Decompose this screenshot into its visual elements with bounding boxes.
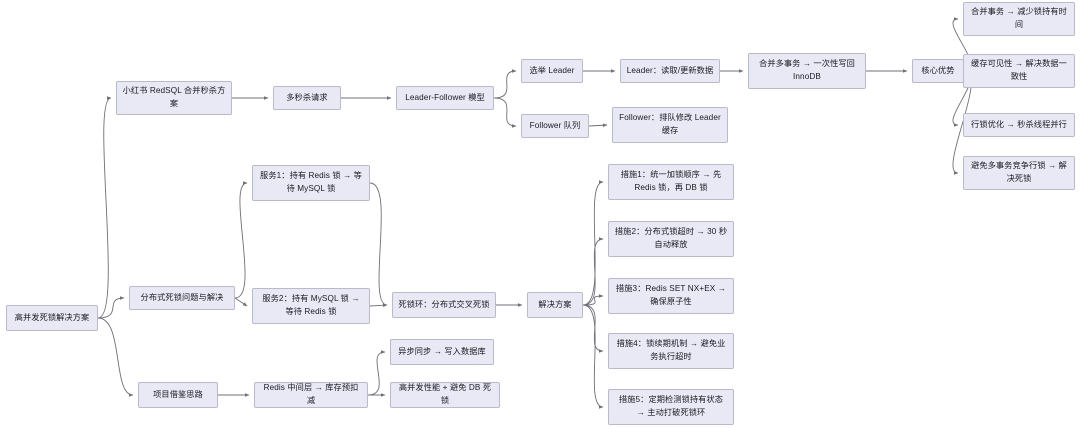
node-project[interactable]: 项目借鉴思路 [138, 382, 218, 408]
edge-solution-to-m1 [582, 180, 604, 306]
node-label: 高并发性能 + 避免 DB 死锁 [398, 383, 492, 405]
node-deadlock[interactable]: 分布式死锁问题与解决 [129, 286, 235, 310]
node-label: 选举 Leader [529, 65, 575, 75]
node-cycle[interactable]: 死锁环：分布式交叉死锁 [392, 292, 496, 318]
node-label: 措施1：统一加锁顺序 → 先 Redis 锁，再 DB 锁 [620, 170, 722, 192]
node-label: 多秒杀请求 [286, 92, 328, 102]
node-svc1[interactable]: 服务1：持有 Redis 锁 → 等待 MySQL 锁 [252, 165, 370, 201]
node-redismid[interactable]: Redis 中间层 → 库存预扣减 [254, 382, 368, 408]
edge-redismid-to-asyncsync [367, 350, 386, 396]
node-label: 行锁优化 → 秒杀线程并行 [971, 119, 1067, 129]
edge-root-to-redsql [97, 96, 112, 319]
node-electleader[interactable]: 选举 Leader [521, 59, 583, 83]
node-adv3[interactable]: 行锁优化 → 秒杀线程并行 [963, 113, 1075, 137]
node-m4[interactable]: 措施4：锁续期机制 → 避免业务执行超时 [608, 333, 734, 369]
node-label: 合并多事务 → 一次性写回 InnoDB [759, 59, 855, 81]
node-label: 死锁环：分布式交叉死锁 [398, 299, 490, 309]
node-label: 小红书 RedSQL 合并秒杀方案 [122, 86, 226, 108]
node-label: 措施2：分布式锁超时 → 30 秒自动释放 [614, 227, 728, 249]
node-label: 措施4：锁续期机制 → 避免业务执行超时 [616, 339, 726, 361]
node-label: 服务2：持有 MySQL 锁 → 等待 Redis 锁 [262, 294, 360, 316]
node-multireq[interactable]: 多秒杀请求 [273, 86, 341, 110]
edge-followerq-to-followermod [588, 123, 608, 128]
edge-svc2-to-cycle [369, 303, 388, 308]
node-label: 合并事务 → 减少锁持有时间 [971, 7, 1067, 29]
node-m1[interactable]: 措施1：统一加锁顺序 → 先 Redis 锁，再 DB 锁 [608, 164, 734, 200]
node-label: 高并发死锁解决方案 [14, 312, 90, 322]
node-label: Follower 队列 [529, 120, 581, 130]
node-label: 分布式死锁问题与解决 [140, 292, 224, 302]
edge-lfmodel-to-electleader [493, 69, 517, 99]
node-label: 核心优势 [921, 65, 955, 75]
node-label: Redis 中间层 → 库存预扣减 [263, 383, 359, 405]
node-m3[interactable]: 措施3：Redis SET NX+EX → 确保原子性 [608, 278, 734, 314]
edge-solution-to-m5 [582, 304, 604, 409]
node-label: 措施3：Redis SET NX+EX → 确保原子性 [615, 284, 726, 306]
edge-lfmodel-to-followerq [493, 97, 517, 128]
node-adv4[interactable]: 避免多事务竞争行锁 → 解决死锁 [963, 156, 1075, 190]
node-label: Leader-Follower 模型 [405, 92, 485, 102]
node-label: 项目借鉴思路 [153, 389, 203, 399]
node-followerq[interactable]: Follower 队列 [521, 114, 589, 138]
edge-deadlock-to-svc2 [234, 297, 248, 307]
node-perf[interactable]: 高并发性能 + 避免 DB 死锁 [390, 382, 500, 408]
node-label: 异步同步 → 写入数据库 [398, 346, 486, 356]
node-adv2[interactable]: 缓存可见性 → 解决数据一致性 [963, 54, 1075, 88]
edge-solution-to-m2 [582, 237, 604, 306]
node-leaderrw[interactable]: Leader：读取/更新数据 [620, 59, 720, 83]
edge-svc1-to-cycle [369, 182, 388, 307]
node-root[interactable]: 高并发死锁解决方案 [6, 305, 98, 331]
node-label: 服务1：持有 Redis 锁 → 等待 MySQL 锁 [260, 171, 362, 193]
node-m2[interactable]: 措施2：分布式锁超时 → 30 秒自动释放 [608, 221, 734, 257]
node-adv1[interactable]: 合并事务 → 减少锁持有时间 [963, 2, 1075, 36]
node-label: Follower：排队修改 Leader 缓存 [619, 113, 721, 135]
node-m5[interactable]: 措施5：定期检测锁持有状态 → 主动打破死锁环 [608, 389, 734, 425]
edge-solution-to-m3 [582, 294, 604, 306]
edge-root-to-project [97, 317, 134, 397]
edge-root-to-deadlock [97, 296, 125, 319]
node-followermod[interactable]: Follower：排队修改 Leader 缓存 [612, 107, 728, 143]
node-label: 避免多事务竞争行锁 → 解决死锁 [971, 161, 1067, 183]
edge-deadlock-to-svc1 [234, 181, 248, 299]
node-label: 措施5：定期检测锁持有状态 → 主动打破死锁环 [618, 395, 724, 417]
edge-solution-to-m4 [582, 304, 604, 353]
node-solution[interactable]: 解决方案 [527, 292, 583, 318]
node-mergetx[interactable]: 合并多事务 → 一次性写回 InnoDB [748, 53, 866, 89]
node-label: 解决方案 [538, 299, 572, 309]
node-lfmodel[interactable]: Leader-Follower 模型 [396, 86, 494, 110]
node-core[interactable]: 核心优势 [912, 59, 964, 83]
node-svc2[interactable]: 服务2：持有 MySQL 锁 → 等待 Redis 锁 [252, 288, 370, 324]
node-label: 缓存可见性 → 解决数据一致性 [971, 59, 1067, 81]
node-redsql[interactable]: 小红书 RedSQL 合并秒杀方案 [116, 81, 232, 115]
node-label: Leader：读取/更新数据 [626, 65, 714, 75]
node-asyncsync[interactable]: 异步同步 → 写入数据库 [390, 339, 494, 365]
